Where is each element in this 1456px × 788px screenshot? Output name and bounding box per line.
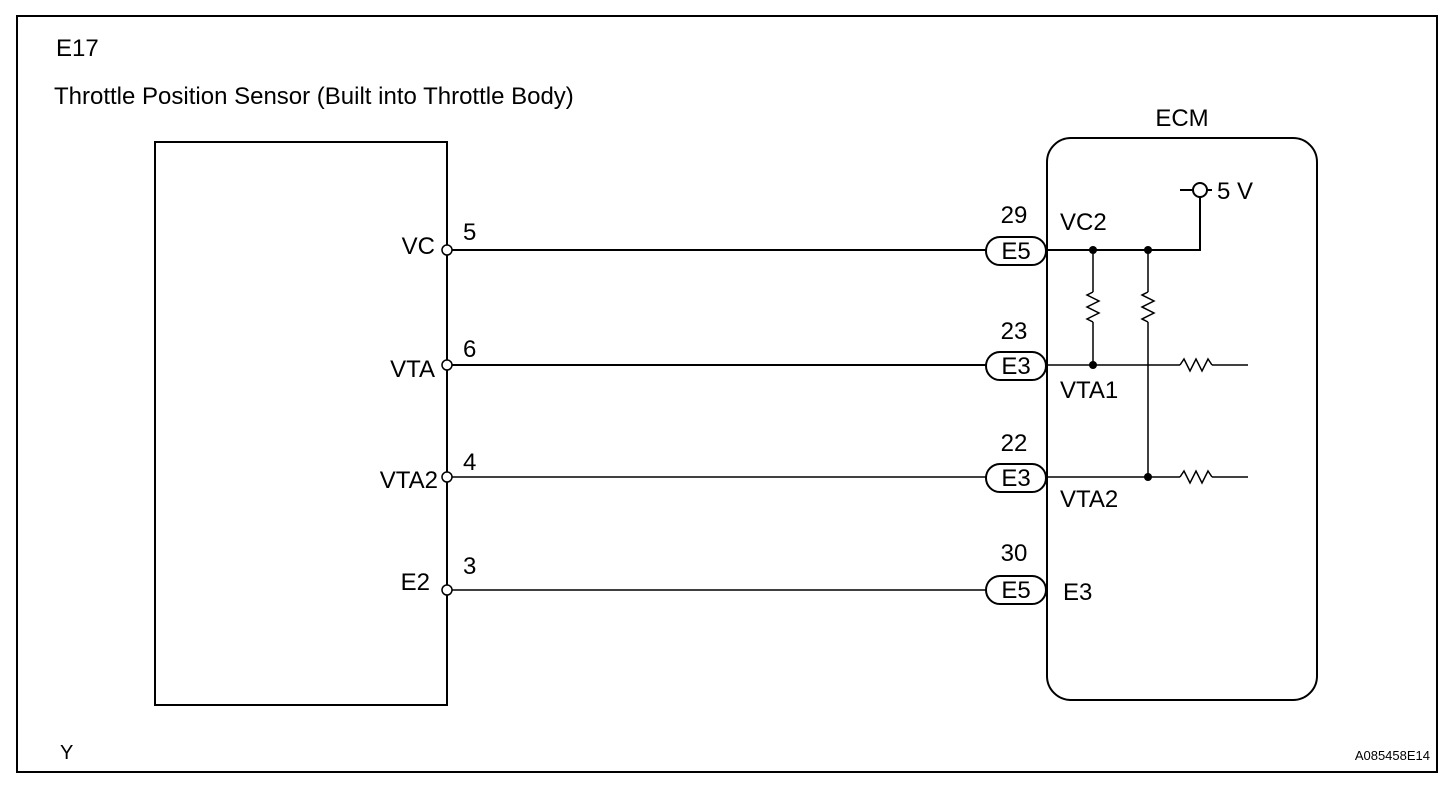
ecm-connector xyxy=(985,236,1047,266)
ecm-terminal-name: VC2 xyxy=(1060,209,1107,236)
series-resistor xyxy=(1179,469,1213,485)
junction-dot xyxy=(1144,246,1152,254)
sensor-pin-name: VTA xyxy=(390,356,435,383)
sensor-pin-number: 6 xyxy=(463,336,476,363)
pullup-resistor xyxy=(1085,291,1101,323)
sensor-terminal-e2 xyxy=(441,584,453,596)
junction-dot xyxy=(1089,246,1097,254)
ecm-connector-code: E3 xyxy=(1001,353,1030,380)
ecm-terminal-name: VTA2 xyxy=(1060,486,1118,513)
ecm-pin-number: 23 xyxy=(1001,318,1028,345)
supply-terminal xyxy=(1192,182,1208,198)
ecm-pin-number: 30 xyxy=(1001,540,1028,567)
diagram-frame xyxy=(16,15,1438,773)
supply-voltage: 5 V xyxy=(1217,178,1253,205)
footer-left-code: Y xyxy=(60,742,73,764)
ecm-connector-code: E3 xyxy=(1001,465,1030,492)
ecm-pin-number: 22 xyxy=(1001,430,1028,457)
component-code: E17 xyxy=(56,35,99,62)
ecm-connector xyxy=(985,575,1047,605)
pullup-resistor xyxy=(1140,291,1156,323)
sensor-terminal-vta xyxy=(441,359,453,371)
ecm-connector-code: E5 xyxy=(1001,238,1030,265)
component-name: Throttle Position Sensor (Built into Thr… xyxy=(54,83,574,110)
ecm-terminal-name: VTA1 xyxy=(1060,377,1118,404)
ecm-vc2-bus xyxy=(1047,190,1201,251)
ecm-terminal-name: E3 xyxy=(1063,579,1092,606)
sensor-pin-name: VTA2 xyxy=(380,467,438,494)
sensor-pin-number: 4 xyxy=(463,449,476,476)
sensor-pin-number: 5 xyxy=(463,219,476,246)
figure-id: A085458E14 xyxy=(1355,748,1430,763)
sensor-pin-name: VC xyxy=(402,233,435,260)
ecm-connector xyxy=(985,463,1047,493)
series-resistor xyxy=(1179,357,1213,373)
sensor-pin-number: 3 xyxy=(463,553,476,580)
ecm-connector-code: E5 xyxy=(1001,577,1030,604)
sensor-box xyxy=(154,141,448,706)
sensor-pin-name: E2 xyxy=(401,569,430,596)
sensor-terminal-vc xyxy=(441,244,453,256)
ecm-title: ECM xyxy=(1155,105,1208,132)
ecm-connector xyxy=(985,351,1047,381)
ecm-box xyxy=(1046,137,1318,701)
ecm-pin-number: 29 xyxy=(1001,202,1028,229)
sensor-terminal-vta2 xyxy=(441,471,453,483)
